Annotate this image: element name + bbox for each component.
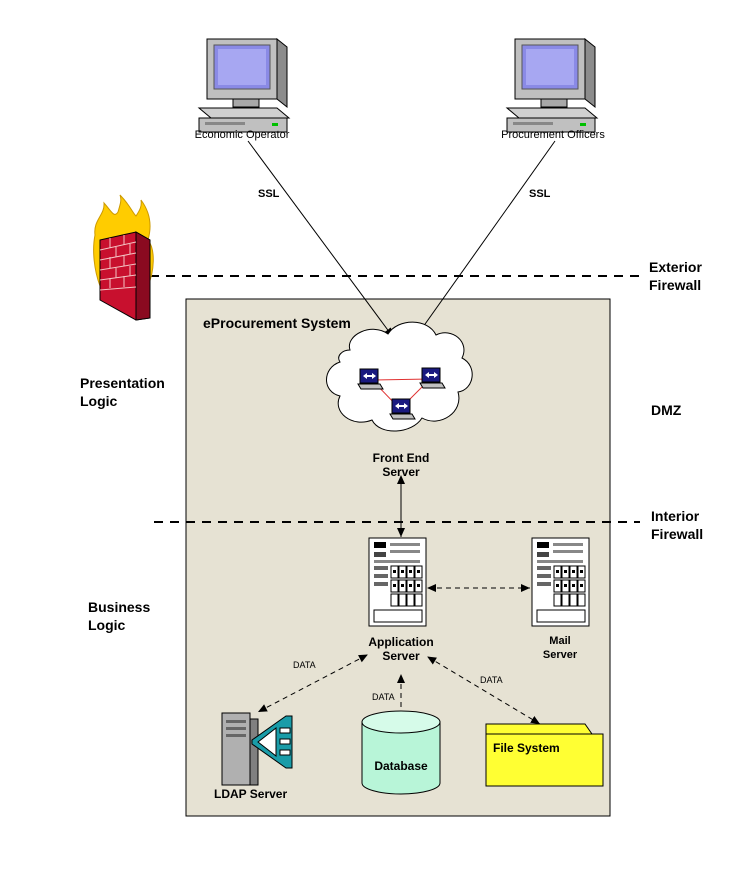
presentation-logic-line2: Logic [80, 393, 118, 409]
database-icon [361, 710, 441, 795]
data-label-ldap: DATA [293, 660, 316, 670]
mail-server-line2: Server [542, 649, 578, 661]
system-title: eProcurement System [203, 315, 351, 331]
ssl-label-left: SSL [258, 188, 280, 200]
dmz-label: DMZ [651, 402, 682, 418]
procurement-officers-label: Procurement Officers [501, 129, 605, 141]
ssl-label-right: SSL [529, 188, 551, 200]
front-end-server-label: Front End Server [360, 451, 442, 479]
appserver-ldap-link [257, 654, 368, 713]
business-logic-line1: Business [88, 599, 151, 615]
ssl-link-procurement-officers [417, 140, 556, 335]
mail-server-icon [531, 537, 590, 627]
file-system-icon [485, 723, 604, 787]
database-label: Database [374, 759, 428, 773]
mail-server-label: Mail Server [530, 634, 590, 662]
ldap-server-label: LDAP Server [214, 787, 288, 801]
ldap-server-icon [221, 712, 293, 786]
mail-server-line1: Mail [549, 635, 571, 647]
exterior-firewall-line1: Exterior [649, 259, 702, 275]
procurement-officers-computer-icon [505, 37, 599, 133]
application-server-label: Application Server [358, 635, 444, 663]
interior-firewall-label: Interior Firewall [651, 507, 703, 543]
front-end-cloud [326, 321, 473, 432]
application-server-line2: Server [382, 649, 420, 663]
exterior-firewall-label: Exterior Firewall [649, 258, 702, 294]
interior-firewall-line2: Firewall [651, 526, 704, 542]
economic-operator-computer-icon [197, 37, 291, 133]
data-label-filesystem: DATA [480, 675, 503, 685]
business-logic-label: Business Logic [88, 598, 150, 634]
economic-operator-label: Economic Operator [194, 129, 290, 141]
interior-firewall-line1: Interior [651, 508, 700, 524]
appserver-filesystem-link [427, 656, 541, 725]
business-logic-line2: Logic [88, 617, 126, 633]
ssl-link-economic-operator [247, 140, 394, 338]
application-server-icon [368, 537, 427, 627]
front-end-server-line1: Front End [372, 451, 430, 465]
data-label-database: DATA [372, 692, 395, 702]
presentation-logic-line1: Presentation [80, 375, 165, 391]
file-system-label: File System [493, 741, 560, 755]
exterior-firewall-line2: Firewall [649, 277, 702, 293]
front-end-server-line2: Server [382, 465, 420, 479]
firewall-icon [93, 194, 154, 321]
application-server-line1: Application [368, 635, 434, 649]
presentation-logic-label: Presentation Logic [80, 374, 165, 410]
